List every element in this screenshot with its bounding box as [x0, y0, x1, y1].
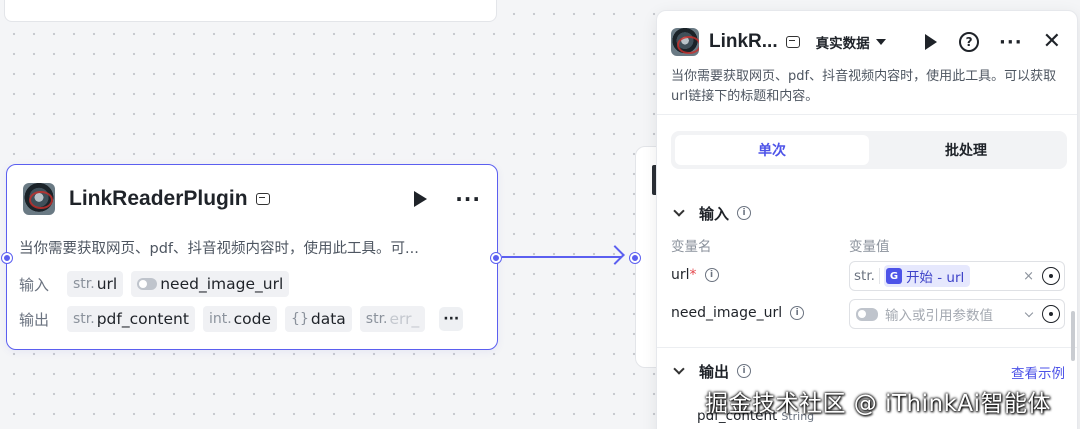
panel-more-button[interactable]: ··· — [999, 31, 1023, 53]
info-icon: i — [737, 206, 752, 220]
input-section-header[interactable]: 输入 i — [671, 201, 752, 225]
close-icon[interactable]: ✕ — [1042, 29, 1061, 54]
chevron-down-icon[interactable] — [1024, 308, 1034, 317]
plugin-type-icon — [255, 193, 270, 205]
tab-batch[interactable]: 批处理 — [945, 143, 987, 159]
chevron-down-icon[interactable] — [673, 363, 685, 375]
value-type-label: str. — [854, 268, 880, 284]
chevron-down-icon[interactable] — [673, 205, 685, 217]
input-param-need-image-url: need_image_url — [131, 271, 290, 297]
connection-edge[interactable] — [502, 256, 622, 258]
view-example-link[interactable]: 查看示例 — [1011, 366, 1065, 382]
output-port[interactable] — [491, 253, 501, 263]
start-node-icon: G — [885, 268, 902, 284]
column-header-name: 变量名 — [671, 239, 712, 255]
node-input-row: 输入 str.url need_image_url — [19, 271, 290, 297]
run-mode-tabs: 单次 批处理 — [671, 131, 1067, 169]
help-icon[interactable]: ? — [959, 32, 980, 52]
node-description: 当你需要获取网页、pdf、抖音视频内容时，使用此工具。可... — [19, 241, 419, 257]
info-icon: i — [704, 268, 719, 282]
edge-arrow-icon — [605, 245, 625, 265]
input-port[interactable] — [2, 253, 12, 263]
column-header-value: 变量值 — [849, 239, 890, 255]
clear-icon[interactable]: × — [1023, 268, 1034, 284]
param-name-need-image-url: need_image_url i — [671, 305, 805, 321]
watermark-text: 掘金技术社区 @ iThinkAi智能体 — [705, 391, 1052, 417]
value-placeholder[interactable]: 输入或引用参数值 — [885, 308, 993, 324]
more-outputs-button[interactable]: ··· — [439, 307, 464, 331]
input-label: 输入 — [19, 275, 50, 294]
variable-reference-icon[interactable] — [1042, 305, 1060, 323]
node-output-row: 输出 str.pdf_content int.code {}data str.e… — [19, 306, 464, 332]
output-label: 输出 — [19, 310, 50, 329]
boolean-toggle[interactable] — [856, 307, 878, 321]
need-image-url-value-field[interactable]: 输入或引用参数值 — [849, 299, 1065, 329]
plugin-avatar-icon — [671, 28, 699, 56]
node-more-button[interactable]: ··· — [455, 187, 481, 211]
plugin-type-icon — [785, 36, 800, 48]
variable-reference-icon[interactable] — [1042, 267, 1060, 285]
output-param-code: int.code — [202, 306, 278, 332]
node-header: LinkReaderPlugin ··· — [23, 181, 481, 217]
next-node-input-port[interactable] — [630, 253, 640, 263]
param-name-url: url* i — [671, 267, 719, 283]
output-param-data: {}data — [285, 306, 352, 332]
panel-description: 当你需要获取网页、pdf、抖音视频内容时，使用此工具。可以获取url链接下的标题… — [671, 69, 1057, 104]
output-param-pdf-content: str.pdf_content — [67, 306, 195, 332]
info-icon: i — [790, 306, 805, 320]
run-node-button[interactable] — [414, 191, 428, 207]
node-config-panel: LinkR... 真实数据 ? ··· ✕ 当你需要获取网页、pdf、抖音视频内… — [656, 10, 1078, 429]
caret-down-icon — [875, 39, 886, 45]
node-title: LinkReaderPlugin — [69, 187, 248, 210]
tab-single[interactable]: 单次 — [675, 135, 869, 165]
panel-scrollbar[interactable] — [1071, 311, 1075, 361]
output-param-err: str.err_ — [359, 306, 426, 332]
output-section-header[interactable]: 输出 i — [671, 359, 752, 383]
boolean-toggle-icon — [137, 278, 158, 290]
test-run-button[interactable] — [925, 34, 938, 50]
divider — [657, 114, 1077, 115]
plugin-avatar-icon — [23, 183, 55, 215]
plugin-node[interactable]: LinkReaderPlugin ··· 当你需要获取网页、pdf、抖音视频内容… — [6, 164, 498, 350]
input-param-url: str.url — [67, 271, 124, 297]
info-icon: i — [737, 364, 752, 378]
panel-header: LinkR... 真实数据 ? ··· ✕ — [671, 27, 1061, 57]
previous-node-card[interactable] — [4, 0, 497, 22]
data-mode-dropdown[interactable]: 真实数据 — [816, 32, 886, 52]
divider — [657, 347, 1077, 348]
panel-title: LinkR... — [709, 31, 778, 52]
